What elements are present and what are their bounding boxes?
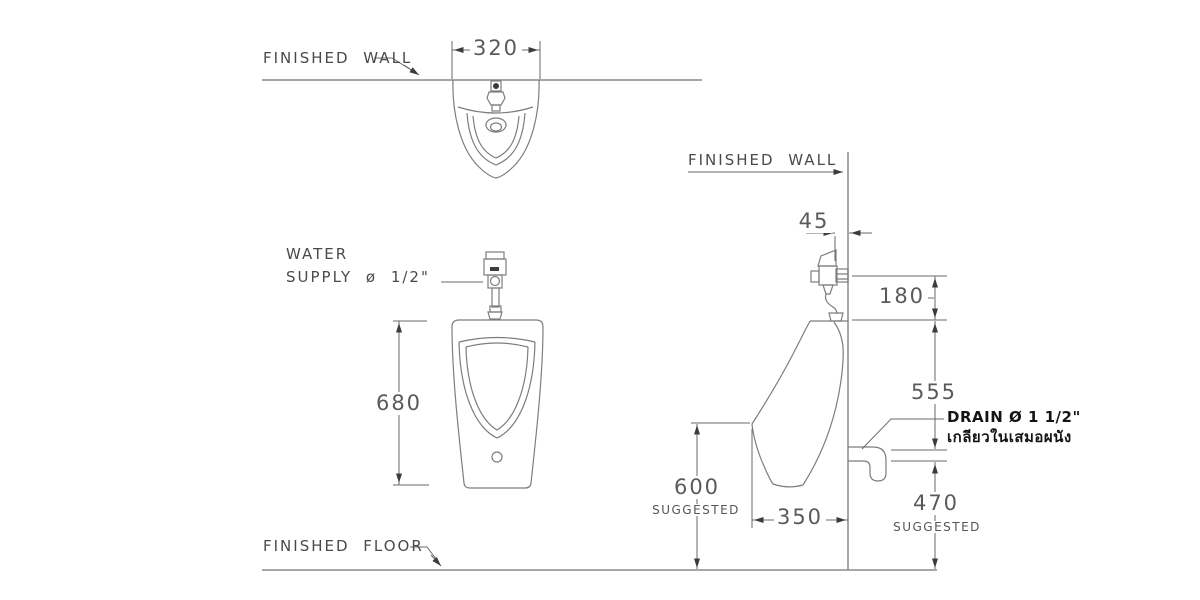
dim-180-lines [852, 275, 947, 321]
drain-note-line1: DRAIN Ø 1 1/2" [947, 408, 1081, 426]
dim-600-suggested: SUGGESTED [650, 503, 742, 517]
drain-note-line2: เกลียวในเสมอผนัง [947, 428, 1072, 446]
dim-555: 555 [907, 381, 961, 404]
dim-600: 600 [670, 476, 724, 499]
drain-note-leader [861, 418, 944, 450]
inlet-dome-inner [489, 122, 503, 132]
drain-pipe [848, 446, 887, 482]
inlet-dome-outer [485, 117, 507, 133]
urinal-plan-back-rim [457, 106, 534, 114]
flush-valve-plan [486, 80, 506, 112]
urinal-plan-rim-inner [472, 115, 520, 159]
front-rim-top-outer [458, 336, 536, 343]
finished-wall-top-label: FINISHED WALL [263, 49, 413, 67]
dim-470: 470 [909, 492, 963, 515]
water-supply-line2: SUPPLY ø 1/2" [286, 268, 430, 286]
finished-wall-side-label: FINISHED WALL [688, 151, 838, 169]
water-supply-line1: WATER [286, 245, 349, 263]
drain-ref-lines [891, 449, 947, 462]
front-view [451, 251, 544, 489]
urinal-side-profile [751, 320, 811, 488]
dim-45-lines [806, 232, 872, 261]
water-supply-label: WATER SUPPLY ø 1/2" [286, 243, 430, 289]
dim-470-suggested: SUGGESTED [891, 520, 983, 534]
drain-note: DRAIN Ø 1 1/2" เกลียวในเสมอผนัง [947, 407, 1081, 447]
valve-dot [493, 83, 499, 89]
dimension-lines [374, 41, 947, 569]
finished-floor-label: FINISHED FLOOR [263, 537, 424, 555]
front-drain-hole [491, 451, 503, 463]
urinal-plan-rim-outer [466, 112, 526, 166]
front-rim-inner [465, 346, 529, 431]
dim-350: 350 [773, 506, 827, 529]
urinal-plan-outline [452, 79, 540, 179]
urinal-front-outline [451, 319, 544, 489]
dim-180: 180 [875, 285, 929, 308]
flush-valve-front [483, 251, 507, 320]
front-rim-top-inner [465, 342, 529, 348]
urinal-side-inner-curve [802, 321, 844, 486]
dim-320: 320 [469, 37, 523, 60]
dim-45: 45 [795, 210, 833, 233]
front-rim-outer [458, 341, 536, 439]
flush-valve-side [810, 249, 849, 322]
top-view [452, 79, 540, 179]
side-view [751, 249, 887, 488]
dim-680: 680 [372, 392, 426, 415]
